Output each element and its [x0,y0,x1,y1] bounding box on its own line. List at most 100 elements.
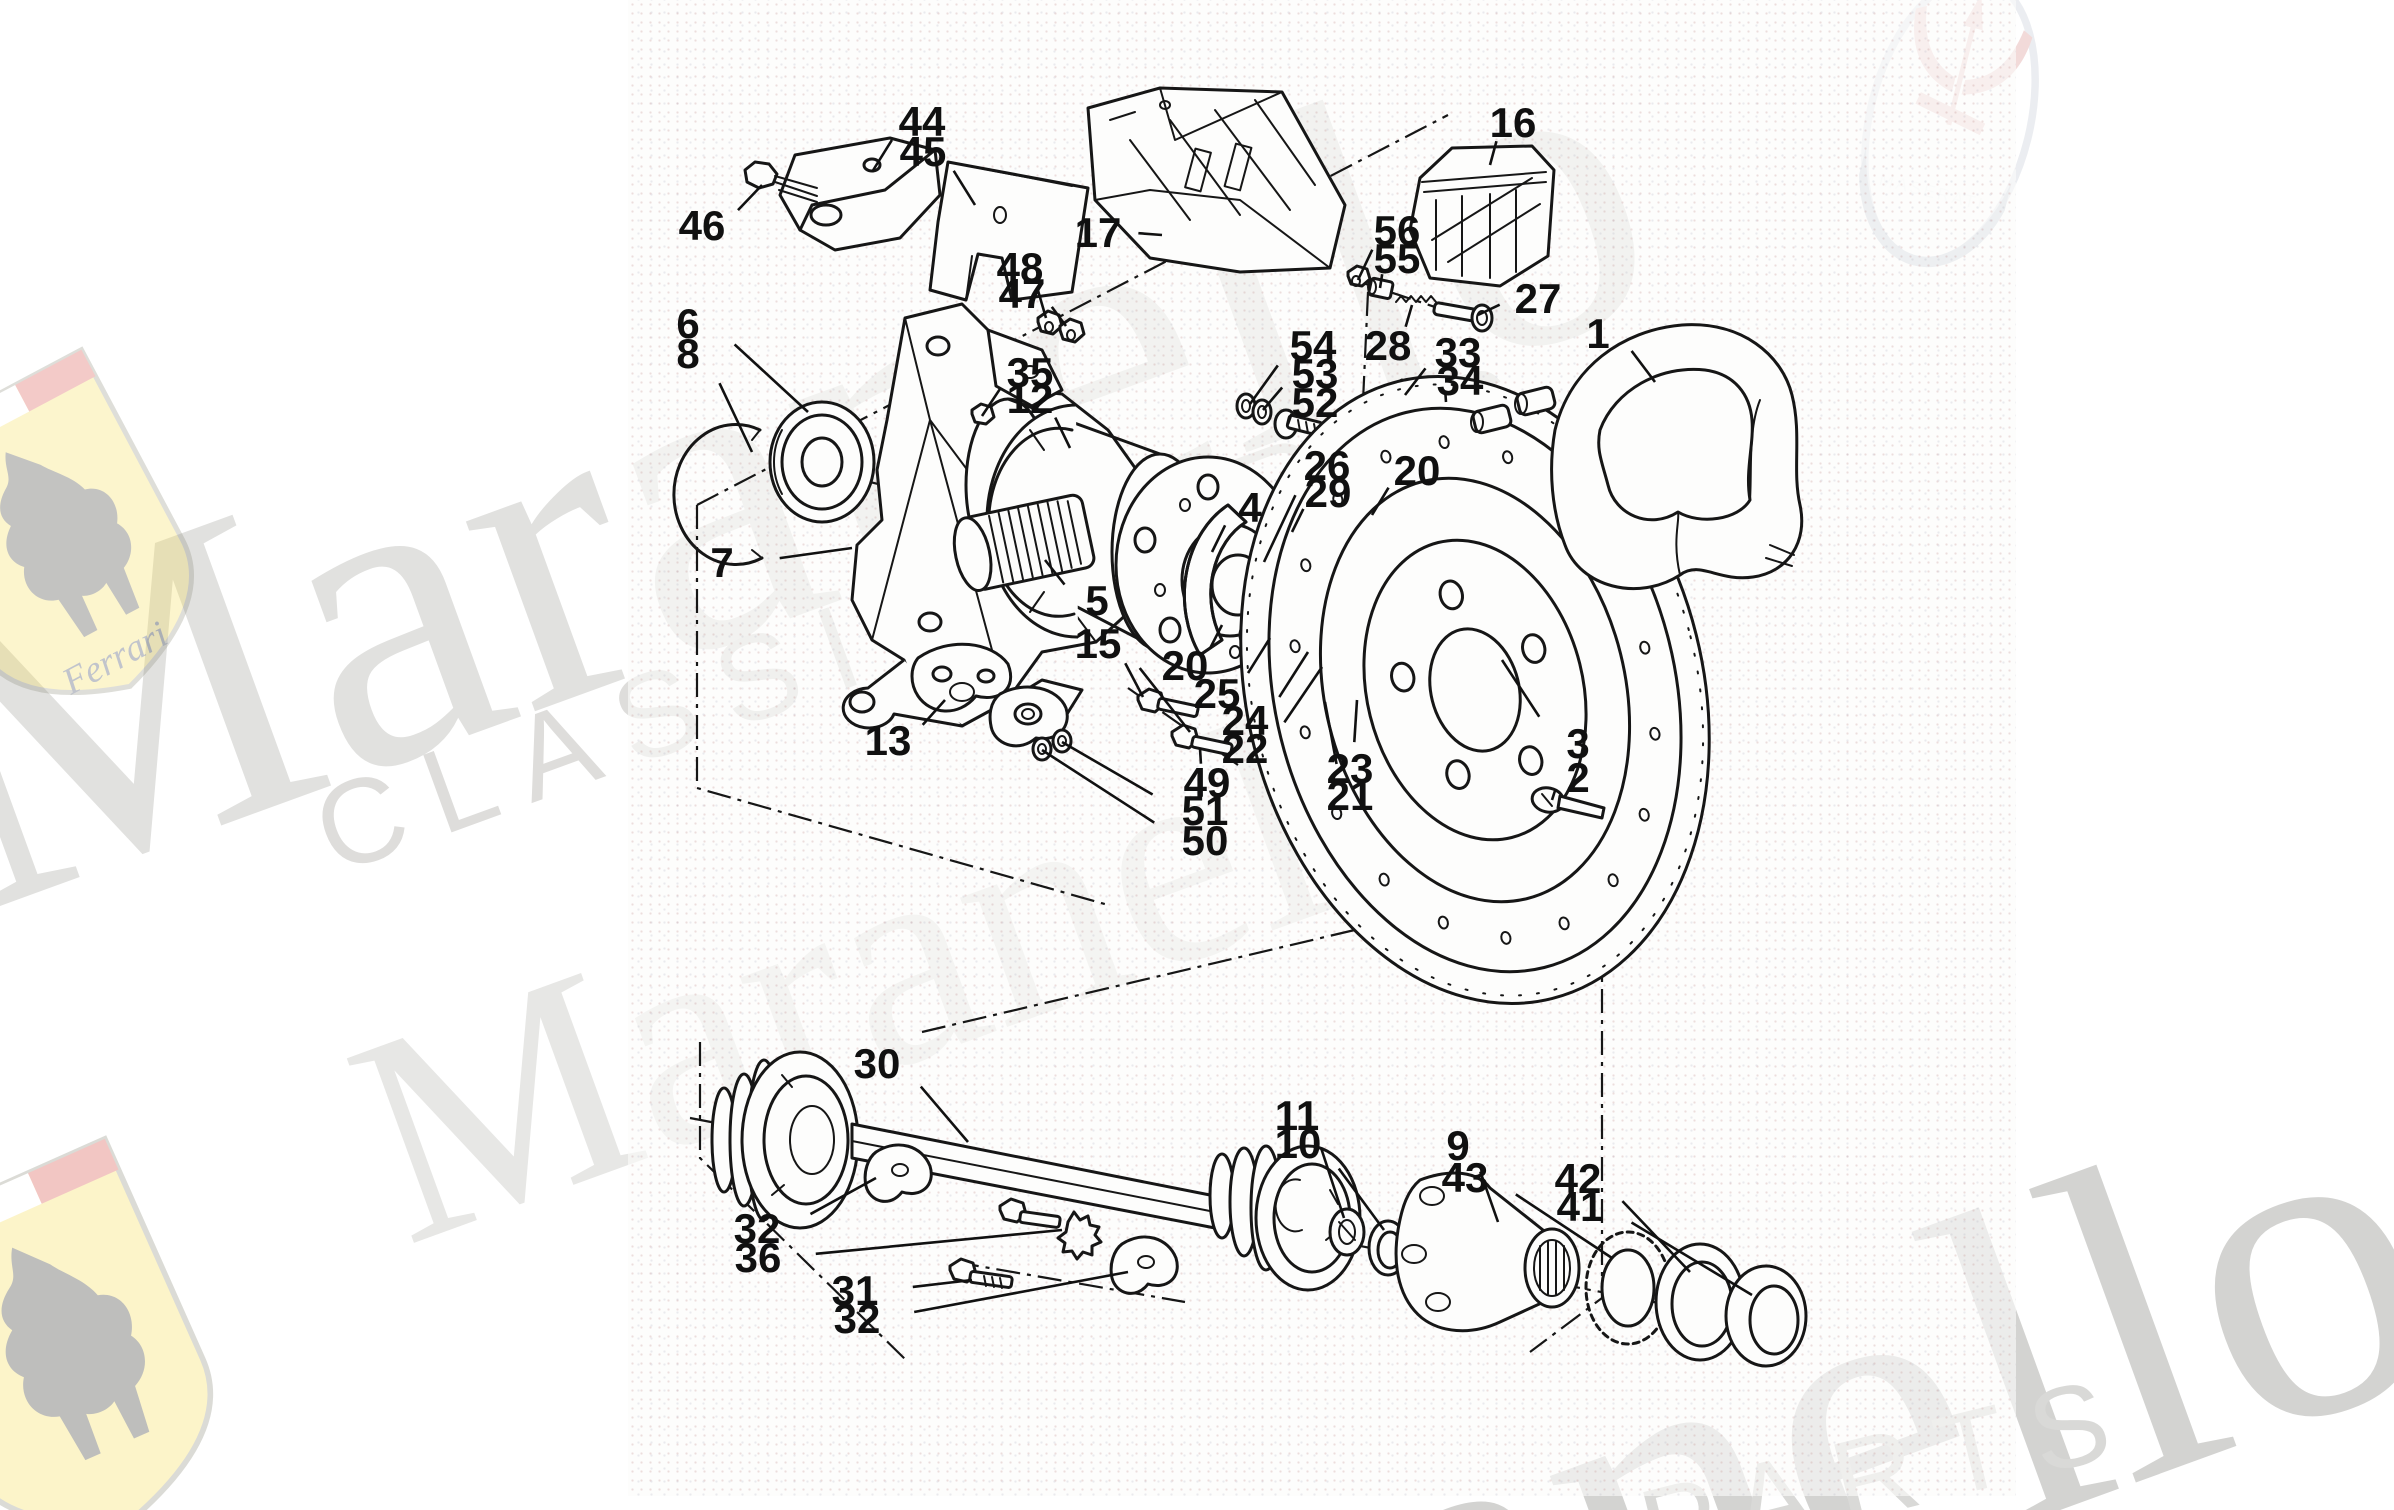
leader-line [1198,747,1203,764]
leader-line [1444,394,1448,403]
part-label-55: 55 [1374,235,1421,282]
part-label-13: 13 [865,717,912,764]
leader-line [1630,1221,1753,1297]
leader-line [1278,651,1310,698]
leader-line [1337,1167,1386,1231]
part-label-41: 41 [1557,1183,1604,1230]
leader-line [1621,1200,1691,1273]
leader-line [870,139,894,173]
part-label-24: 24 [1222,697,1269,744]
leader-line [737,184,763,212]
leader-line [1138,667,1192,733]
part-label-4: 4 [1238,484,1262,531]
leader-line [913,1270,1129,1314]
part-label-23: 23 [1327,745,1374,792]
part-label-10: 10 [1275,1120,1322,1167]
leader-line [1404,304,1414,328]
brand-logo: Ferrari Maranello CLASSIC PARTS MASERATI [0,1432,760,1510]
part-label-53: 53 [1292,350,1339,397]
pads-bag-16 [1408,144,1556,288]
leader-line [980,388,1002,417]
part-label-54: 54 [1290,322,1337,369]
ferrari-shield-watermark-lower [0,1129,263,1510]
part-label-50: 50 [1182,817,1229,864]
leader-line [1210,524,1227,553]
leader-line [1061,740,1154,796]
lower-bracket-group [910,642,1234,762]
part-label-8: 8 [676,330,699,377]
part-label-20: 20 [1162,642,1209,689]
pads-bag-17 [1086,86,1347,274]
part-label-31: 31 [832,1267,879,1314]
part-label-25: 25 [1194,670,1241,717]
part-label-32: 32 [834,1295,881,1342]
leader-line [1370,486,1390,516]
leader-line [952,170,977,206]
leader-line [1041,748,1155,824]
leader-line [815,1228,1063,1256]
leader-line [1356,249,1374,281]
leader-line [1054,416,1072,449]
part-label-45: 45 [900,128,947,175]
leader-line [919,1085,969,1143]
leader-line [1515,1193,1613,1260]
leader-line [1124,662,1145,698]
leader-line [1323,701,1338,765]
part-label-44: 44 [899,98,946,145]
part-label-7: 7 [710,539,733,586]
leader-line [1477,303,1501,317]
leader-line [1500,659,1541,718]
part-label-9: 9 [1446,1122,1469,1169]
part-label-51: 51 [1182,787,1229,834]
part-label-33: 33 [1435,329,1482,376]
part-label-12: 12 [1007,375,1054,422]
part-label-34: 34 [1437,357,1484,404]
leader-line [1262,386,1284,411]
leader-line [912,1278,973,1289]
part-label-6: 6 [676,300,699,347]
leader-line [1403,367,1427,396]
part-label-26: 26 [1304,442,1351,489]
leader-line [1262,494,1297,563]
leader-line [1050,306,1068,327]
leader-line [1283,666,1324,724]
leader-line [1138,231,1163,237]
leader-line [1479,1171,1500,1223]
leader-line [1352,699,1359,743]
part-label-56: 56 [1374,207,1421,254]
leader-line [1043,559,1066,586]
leader-line [921,699,946,726]
part-label-42: 42 [1555,1155,1602,1202]
leader-line [1378,274,1384,289]
leader-line [718,382,754,453]
leader-line [1248,364,1279,405]
part-label-20: 20 [1394,447,1441,494]
leader-line [733,343,809,413]
part-label-48: 48 [997,244,1044,291]
part-label-29: 29 [1305,469,1352,516]
caliper-group [1470,323,1804,590]
leader-line [779,546,853,560]
axle-shaft-group [710,1050,1808,1368]
part-label-36: 36 [735,1234,782,1281]
leader-line [1630,350,1657,383]
part-label-1: 1 [1586,310,1609,357]
leader-line [1036,287,1048,319]
part-label-30: 30 [854,1040,901,1087]
splined-stub [952,493,1096,592]
part-label-43: 43 [1442,1154,1489,1201]
leader-line [1286,413,1293,425]
part-label-52: 52 [1292,379,1339,426]
part-label-2: 2 [1566,754,1589,801]
part-label-32: 32 [734,1205,781,1252]
part-label-3: 3 [1566,720,1589,767]
part-label-28: 28 [1365,322,1412,369]
leader-line [809,1176,877,1216]
part-label-22: 22 [1222,725,1269,772]
ferrari-shield-watermark-upper: Ferrari [0,341,243,750]
part-label-5: 5 [1085,577,1108,624]
part-label-11: 11 [1275,1092,1319,1139]
